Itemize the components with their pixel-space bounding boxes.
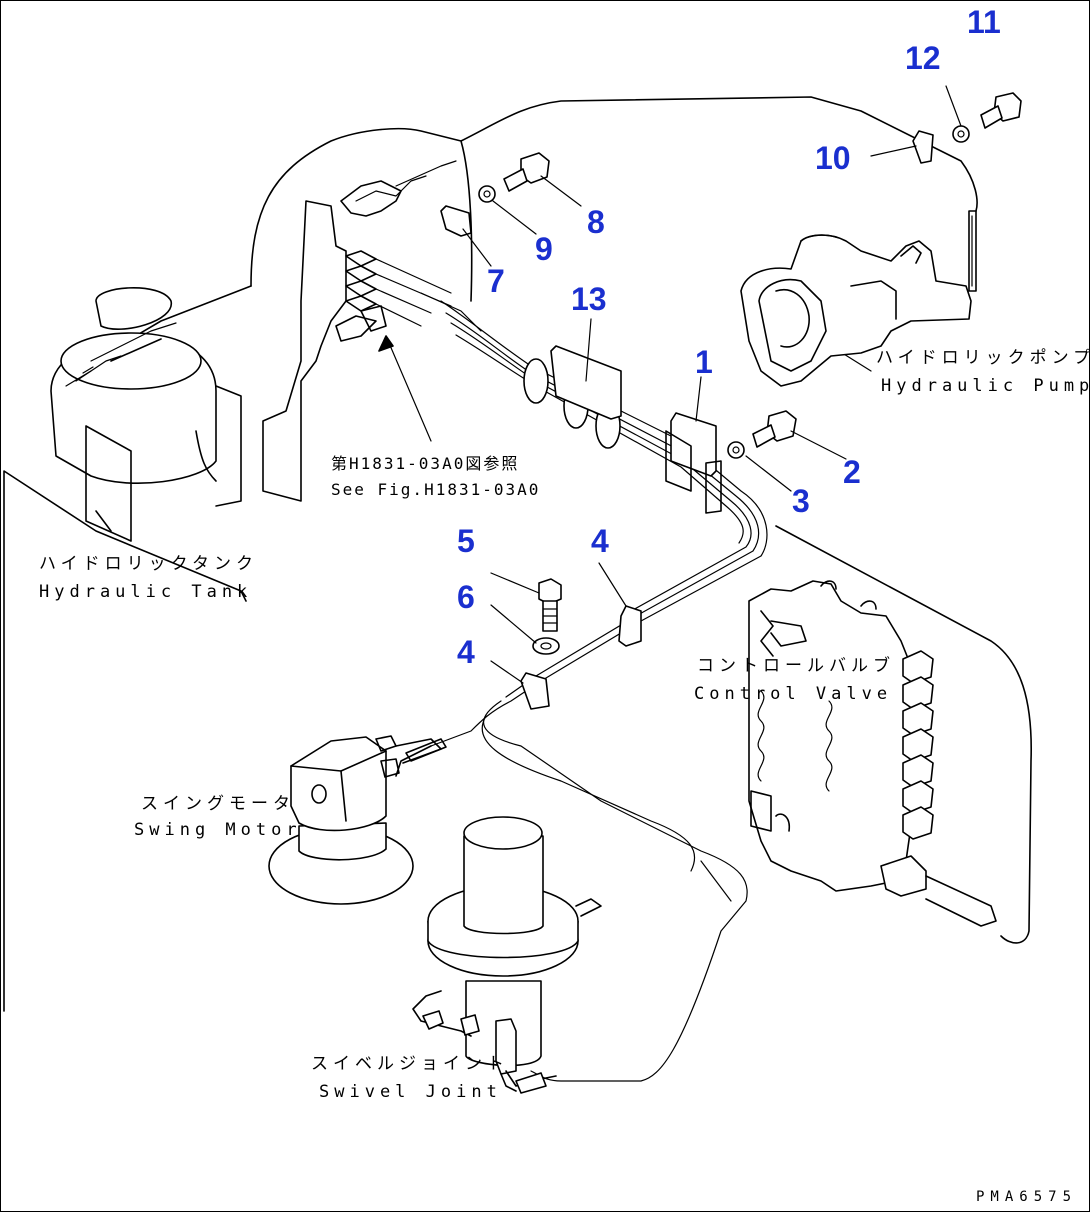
callout-4-upper: 4 <box>591 523 609 559</box>
see-fig-label-jp: 第H1831-03A0図参照 <box>331 454 520 473</box>
control-valve-label-en: Control Valve <box>694 684 893 704</box>
see-fig-label-en: See Fig.H1831-03A0 <box>331 480 541 499</box>
callout-9: 9 <box>535 231 553 267</box>
leader-lines <box>378 85 962 902</box>
callout-11: 11 <box>967 4 1001 40</box>
callout-6: 6 <box>457 579 475 615</box>
swivel-joint-label-jp: スイベルジョイント <box>311 1054 509 1074</box>
hydraulic-pump-label-en: Hydraulic Pump <box>881 376 1090 396</box>
swing-motor-label-en: Swing Motor <box>134 820 302 840</box>
callout-4-lower: 4 <box>457 634 475 670</box>
swivel-joint-label-en: Swivel Joint <box>319 1082 502 1102</box>
valve-spools <box>902 650 934 840</box>
control-valve-label-jp: コントロールバルブ <box>697 656 895 676</box>
callout-3: 3 <box>792 483 810 519</box>
control-valve-drawing <box>748 580 997 927</box>
hydraulic-tank-label-jp: ハイドロリックタンク <box>39 554 258 574</box>
swing-motor-label-jp: スイングモータ <box>141 794 295 814</box>
callout-2: 2 <box>843 454 861 490</box>
hydraulic-tank-drawing <box>50 287 242 542</box>
hydraulic-pump-drawing <box>740 234 972 387</box>
callout-5: 5 <box>457 523 475 559</box>
callout-12: 12 <box>905 40 941 76</box>
machine-outline <box>3 96 1033 1012</box>
swing-motor-drawing <box>268 735 442 905</box>
callout-7: 7 <box>487 263 505 299</box>
swivel-joint-drawing <box>412 816 602 1094</box>
callout-1: 1 <box>695 344 713 380</box>
hydraulic-tank-label-en: Hydraulic Tank <box>39 582 253 602</box>
bolts-and-washers <box>478 92 1022 655</box>
callout-13: 13 <box>571 281 607 317</box>
callout-8: 8 <box>587 204 605 240</box>
callout-10: 10 <box>815 140 851 176</box>
valve-mounting-plate <box>262 160 482 502</box>
drawing-code: PMA6575 <box>976 1189 1078 1205</box>
hydraulic-pump-label-jp: ハイドロリックポンプ <box>876 348 1090 368</box>
clamps <box>440 130 934 710</box>
